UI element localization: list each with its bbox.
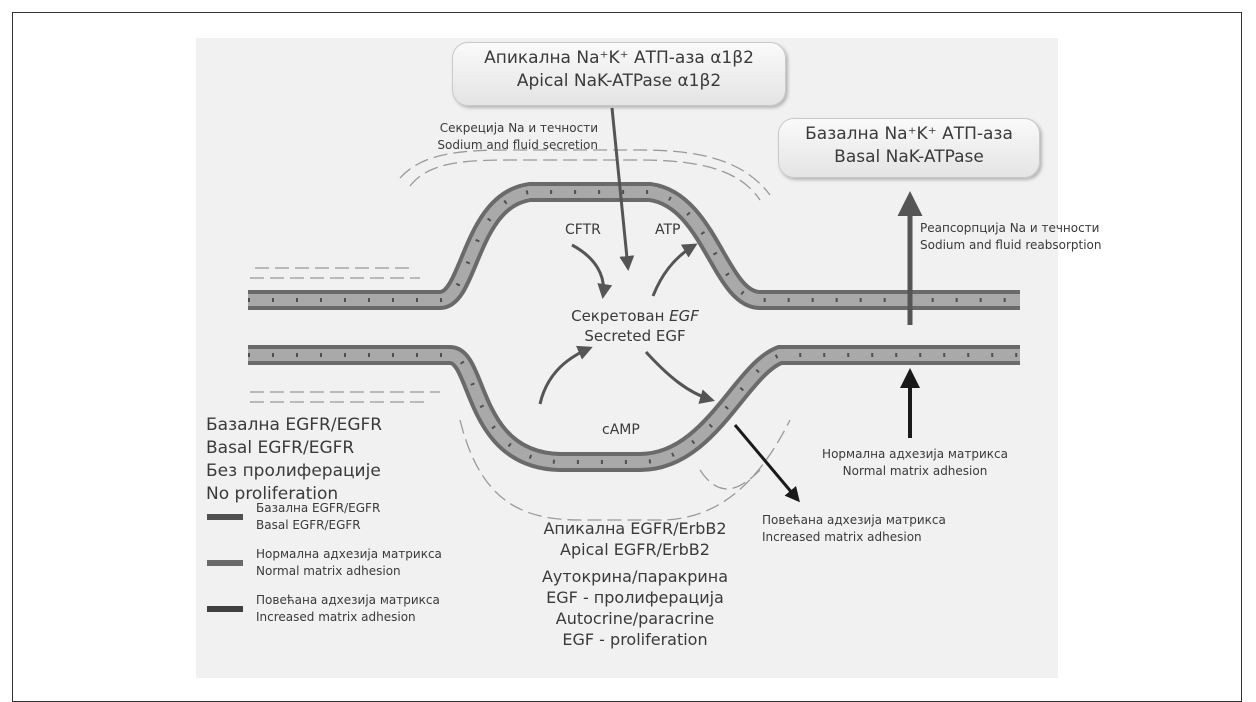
increased-adhesion-line2: Increased matrix adhesion — [762, 529, 946, 546]
legend-item-line2: Basal EGFR/EGFR — [256, 517, 380, 534]
normal-adhesion-line1: Нормална адхезија матрикса — [800, 446, 1030, 463]
increased-adhesion-arrow — [735, 425, 798, 500]
secretion-line2: Sodium and fluid secretion — [412, 137, 598, 154]
basal-block-line1: Базална EGFR/EGFR — [206, 414, 382, 437]
secreted-egf-line1: Секретован EGF — [535, 306, 735, 326]
egf-right-arrow — [646, 352, 712, 400]
apical-block-line2: Apical EGFR/ErbB2 — [510, 539, 760, 560]
increased-adhesion-line1: Повећана адхезија матрикса — [762, 512, 946, 529]
apical-egfr-block: Апикална EGFR/ErbB2 Apical EGFR/ErbB2 Ау… — [510, 518, 760, 650]
legend-item-line1: Нормална адхезија матрикса — [256, 546, 442, 563]
apical-pump-box: Апикална Na⁺K⁺ АТП-аза α1β2 Apical NaK-A… — [452, 42, 786, 106]
basal-pump-line2: Basal NaK-ATPase — [779, 146, 1039, 169]
camp-label: cAMP — [602, 420, 640, 440]
upper-epithelium — [248, 192, 1020, 300]
secreted-egf-label: Секретован EGF Secreted EGF — [535, 306, 735, 346]
legend-swatch-increased — [207, 606, 243, 612]
apical-block-line5: Autocrine/paracrine — [510, 608, 760, 629]
apical-pump-line1: Апикална Na⁺K⁺ АТП-аза α1β2 — [453, 47, 785, 70]
secreted-egf-line2: Secreted EGF — [535, 326, 735, 346]
apical-block-line1: Апикална EGFR/ErbB2 — [510, 518, 760, 539]
apical-pump-line2: Apical NaK-ATPase α1β2 — [453, 70, 785, 93]
legend-swatch-basal — [207, 514, 243, 520]
egf-left-arrow — [540, 348, 590, 404]
normal-adhesion-line2: Normal matrix adhesion — [800, 463, 1030, 480]
reabsorption-line1: Реапсорпција Na и течности — [920, 220, 1102, 237]
cftr-label: CFTR — [565, 220, 601, 240]
reabsorption-line2: Sodium and fluid reabsorption — [920, 237, 1102, 254]
increased-adhesion-label: Повећана адхезија матрикса Increased mat… — [762, 512, 946, 546]
atp-label: ATP — [655, 220, 680, 240]
apical-block-line4: EGF - пролиферација — [510, 587, 760, 608]
legend-item-line2: Normal matrix adhesion — [256, 563, 442, 580]
basal-block-line2: Basal EGFR/EGFR — [206, 437, 382, 460]
legend-item-line1: Базална EGFR/EGFR — [256, 500, 380, 517]
legend-swatch-normal — [207, 560, 243, 566]
cftr-arrow — [572, 245, 604, 296]
secretion-label: Секреција Na и течности Sodium and fluid… — [412, 120, 598, 154]
atp-arrow — [653, 245, 695, 296]
basal-pump-line1: Базална Na⁺K⁺ АТП-аза — [779, 123, 1039, 146]
secretion-line1: Секреција Na и течности — [412, 120, 598, 137]
basal-block-line3: Без пролиферације — [206, 460, 382, 483]
basal-egfr-block: Базална EGFR/EGFR Basal EGFR/EGFR Без пр… — [206, 414, 382, 506]
basal-pump-box: Базална Na⁺K⁺ АТП-аза Basal NaK-ATPase — [778, 118, 1040, 178]
apical-block-line3: Аутокрина/паракрина — [510, 566, 760, 587]
legend-item-line2: Increased matrix adhesion — [256, 609, 440, 626]
reabsorption-label: Реапсорпција Na и течности Sodium and fl… — [920, 220, 1102, 254]
legend-item-line1: Повећана адхезија матрикса — [256, 592, 440, 609]
normal-adhesion-label: Нормална адхезија матрикса Normal matrix… — [800, 446, 1030, 480]
apical-block-line6: EGF - proliferation — [510, 629, 760, 650]
